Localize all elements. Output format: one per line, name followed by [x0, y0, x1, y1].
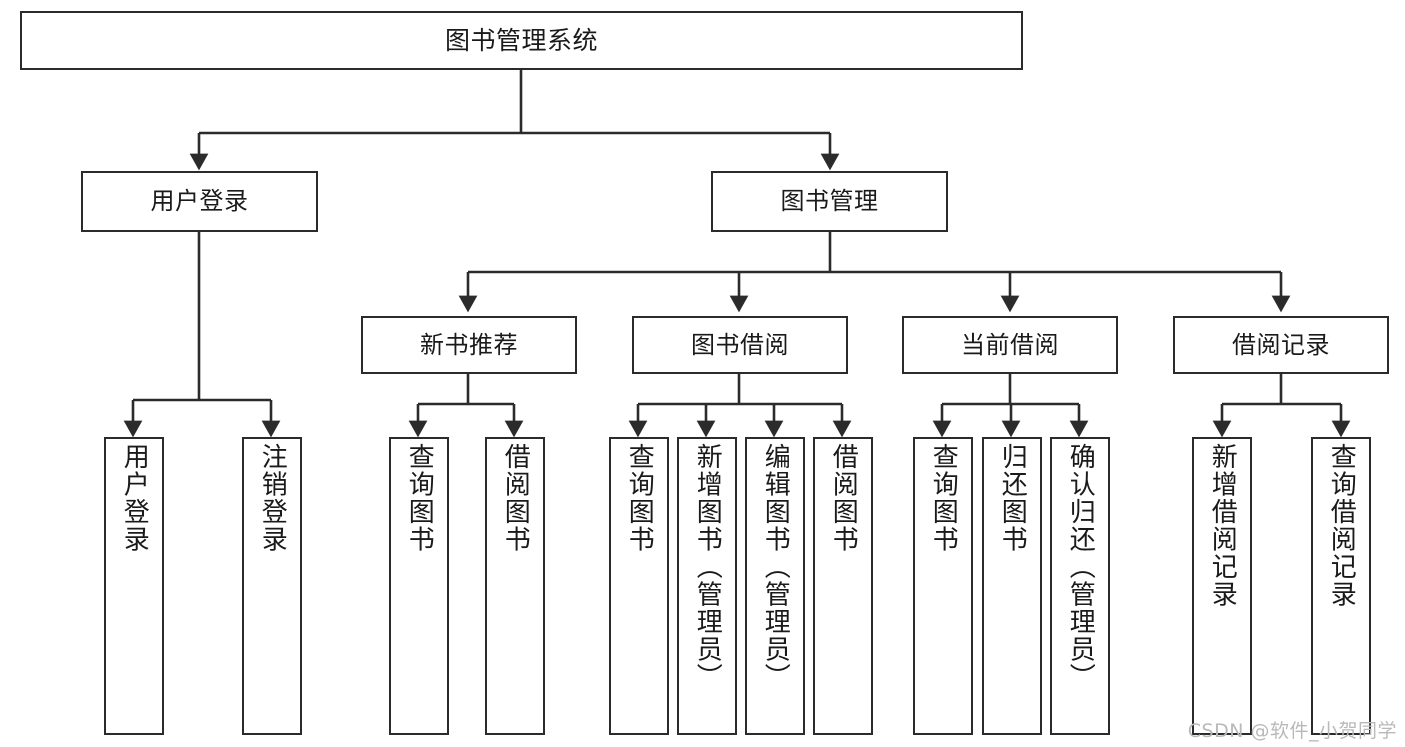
- node-leaf-query-book-1[interactable]: 查询图书: [389, 437, 449, 735]
- node-leaf-return-book-label: 归还图书: [997, 443, 1028, 553]
- node-leaf-user-logout-label: 注销登录: [257, 443, 288, 553]
- node-leaf-query-record-label: 查询借阅记录: [1326, 443, 1357, 608]
- node-book-borrow[interactable]: 图书借阅: [632, 316, 848, 374]
- node-leaf-query-book-3-label: 查询图书: [928, 443, 959, 553]
- node-user-login-label: 用户登录: [150, 187, 249, 216]
- node-leaf-borrow-book-1[interactable]: 借阅图书: [485, 437, 545, 735]
- node-user-login[interactable]: 用户登录: [81, 171, 318, 232]
- node-leaf-borrow-book-1-label: 借阅图书: [500, 443, 531, 553]
- node-leaf-borrow-book-2-label: 借阅图书: [828, 443, 859, 553]
- node-leaf-confirm-return-label: 确认归还（管理员）: [1065, 443, 1096, 691]
- node-leaf-confirm-return[interactable]: 确认归还（管理员）: [1050, 437, 1110, 735]
- node-leaf-edit-book-label: 编辑图书（管理员）: [760, 443, 791, 691]
- node-new-book-rec[interactable]: 新书推荐: [361, 316, 577, 374]
- node-current-borrow-label: 当前借阅: [961, 330, 1059, 359]
- node-leaf-query-book-2-label: 查询图书: [624, 443, 655, 553]
- node-book-manage-label: 图书管理: [780, 187, 879, 216]
- node-new-book-rec-label: 新书推荐: [420, 330, 518, 359]
- node-leaf-add-book[interactable]: 新增图书（管理员）: [677, 437, 737, 735]
- node-borrow-record-label: 借阅记录: [1232, 330, 1330, 359]
- node-leaf-add-book-label: 新增图书（管理员）: [692, 443, 723, 691]
- node-leaf-edit-book[interactable]: 编辑图书（管理员）: [745, 437, 805, 735]
- node-leaf-query-book-1-label: 查询图书: [404, 443, 435, 553]
- node-root[interactable]: 图书管理系统: [20, 11, 1023, 70]
- node-root-label: 图书管理系统: [444, 25, 598, 55]
- node-leaf-user-login-label: 用户登录: [119, 443, 150, 553]
- node-leaf-borrow-book-2[interactable]: 借阅图书: [813, 437, 873, 735]
- node-borrow-record[interactable]: 借阅记录: [1173, 316, 1389, 374]
- node-current-borrow[interactable]: 当前借阅: [902, 316, 1118, 374]
- node-leaf-query-record[interactable]: 查询借阅记录: [1311, 437, 1371, 735]
- node-leaf-user-logout[interactable]: 注销登录: [242, 437, 302, 735]
- node-leaf-add-record-label: 新增借阅记录: [1207, 443, 1238, 608]
- node-leaf-query-book-2[interactable]: 查询图书: [609, 437, 669, 735]
- node-leaf-user-login[interactable]: 用户登录: [104, 437, 164, 735]
- node-leaf-return-book[interactable]: 归还图书: [982, 437, 1042, 735]
- node-book-manage[interactable]: 图书管理: [711, 171, 948, 232]
- node-leaf-query-book-3[interactable]: 查询图书: [913, 437, 973, 735]
- node-book-borrow-label: 图书借阅: [691, 330, 789, 359]
- node-leaf-add-record[interactable]: 新增借阅记录: [1192, 437, 1252, 735]
- watermark-text: CSDN @软件_小贺同学: [1187, 720, 1397, 742]
